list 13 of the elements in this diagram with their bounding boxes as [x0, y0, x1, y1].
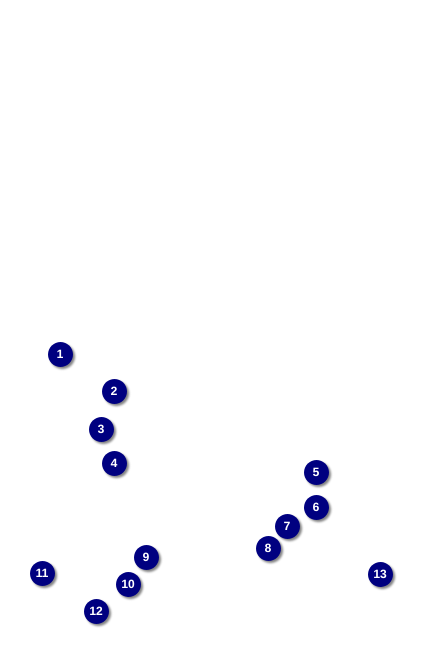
callout-number: 11 — [30, 560, 54, 586]
callout-number: 4 — [102, 450, 126, 476]
callout-number: 6 — [304, 494, 328, 520]
callout-number: 10 — [116, 572, 140, 596]
callout-number: 12 — [84, 598, 108, 624]
callout-number: 1 — [48, 342, 72, 366]
callout-number: 8 — [256, 536, 280, 560]
callout-number: 3 — [88, 416, 114, 442]
callout-number: 2 — [102, 378, 126, 404]
callout-number: 7 — [274, 514, 300, 538]
callout-number: 9 — [134, 544, 158, 570]
callout-number: 13 — [368, 562, 392, 586]
callout-number: 5 — [304, 460, 328, 484]
